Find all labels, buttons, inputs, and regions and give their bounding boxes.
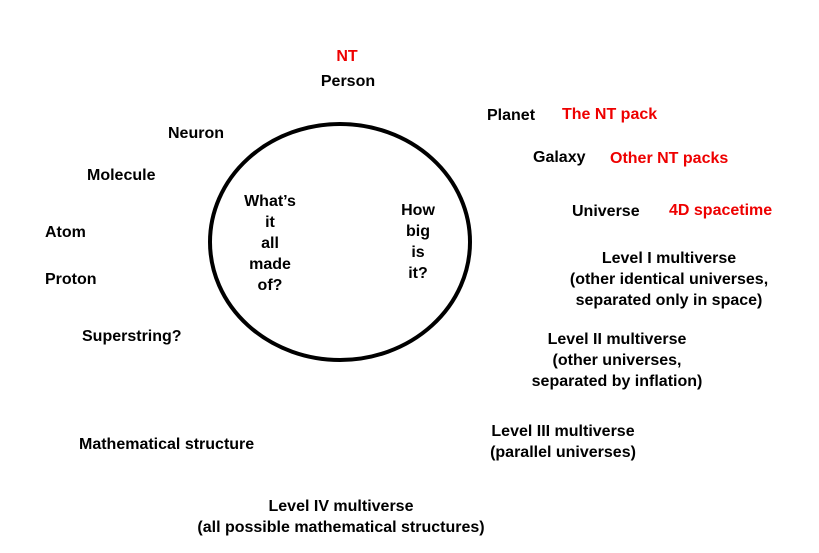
label-line: (other identical universes, [569, 271, 769, 288]
label-4d-spacetime: 4D spacetime [669, 202, 773, 219]
label-superstring: Superstring? [82, 328, 182, 345]
label-other-nt-packs: Other NT packs [610, 150, 729, 167]
label-nt: NT [336, 48, 358, 65]
label-proton: Proton [45, 271, 97, 288]
question-line: of? [257, 277, 283, 294]
label-person: Person [320, 73, 376, 90]
question-made-of: What’s it all made of? [244, 191, 296, 296]
label-line: (all possible mathematical structures) [197, 519, 485, 536]
question-line: made [249, 256, 291, 273]
label-level2-multiverse: Level II multiverse (other universes, se… [532, 329, 703, 392]
question-line: big [406, 223, 430, 240]
label-line: Level I multiverse [601, 250, 737, 267]
label-neuron: Neuron [168, 125, 224, 142]
label-planet: Planet [487, 107, 536, 124]
label-nt-pack: The NT pack [562, 106, 658, 123]
label-level4-multiverse: Level IV multiverse (all possible mathem… [197, 496, 484, 538]
label-molecule: Molecule [87, 167, 156, 184]
label-line: (parallel universes) [490, 444, 636, 461]
label-level1-multiverse: Level I multiverse (other identical univ… [570, 248, 768, 311]
label-universe: Universe [572, 203, 640, 220]
label-galaxy: Galaxy [533, 149, 586, 166]
label-line: separated only in space) [575, 292, 763, 309]
label-line: separated by inflation) [531, 373, 703, 390]
label-atom: Atom [45, 224, 86, 241]
label-line: Level II multiverse [547, 331, 687, 348]
question-line: it? [408, 265, 428, 282]
question-line: it [265, 214, 275, 231]
question-line: How [401, 202, 435, 219]
central-circle [208, 122, 472, 362]
label-level3-multiverse: Level III multiverse (parallel universes… [490, 421, 636, 463]
question-line: What’s [244, 193, 296, 210]
label-line: Level III multiverse [491, 423, 635, 440]
label-line: Level IV multiverse [268, 498, 414, 515]
label-mathematical-structure: Mathematical structure [79, 436, 255, 453]
question-line: is [411, 244, 425, 261]
question-line: all [261, 235, 279, 252]
question-how-big: How big is it? [401, 200, 435, 284]
label-line: (other universes, [552, 352, 682, 369]
